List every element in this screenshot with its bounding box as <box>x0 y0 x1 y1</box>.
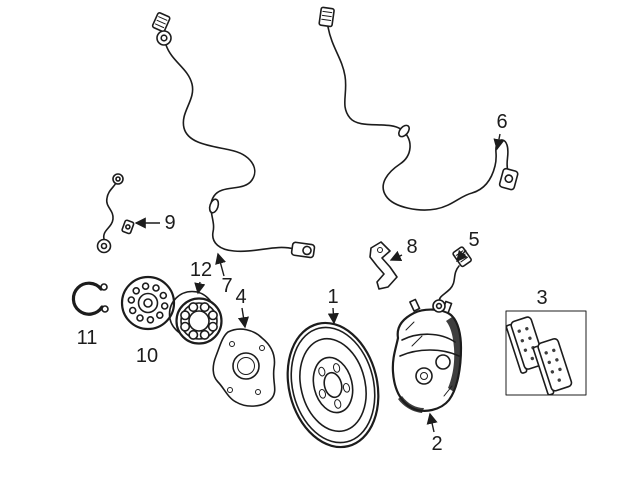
callout-5-arrow <box>456 249 468 263</box>
callout-3: 3 <box>536 287 547 309</box>
part-abs-sensor-cable-right <box>318 6 519 211</box>
part-snap-ring <box>71 281 109 316</box>
callout-5: 5 <box>468 229 479 251</box>
callout-9: 9 <box>164 212 175 234</box>
part-brake-disc <box>286 321 380 449</box>
part-abs-sensor-cable-left <box>151 12 316 259</box>
callout-8-arrow <box>389 250 403 262</box>
part-wheel-hub <box>120 275 176 331</box>
callout-2-arrow <box>426 412 438 433</box>
callout-8: 8 <box>406 236 417 258</box>
callouts: 1 2 3 4 5 6 7 8 9 10 11 12 <box>77 111 548 455</box>
callout-4: 4 <box>235 286 246 308</box>
part-brake-pad-set <box>505 310 587 396</box>
part-pad-wear-sensor-left <box>96 173 135 254</box>
callout-1-arrow <box>327 307 339 325</box>
callout-11: 11 <box>77 327 98 349</box>
callout-12: 12 <box>190 259 212 281</box>
callout-4-arrow <box>237 307 250 329</box>
callout-7: 7 <box>221 275 232 297</box>
callout-6-arrow <box>493 133 505 151</box>
part-pad-wear-sensor-right <box>432 246 472 313</box>
callout-1: 1 <box>327 286 338 308</box>
callout-12-arrow <box>194 281 206 295</box>
part-retaining-bracket <box>369 241 398 290</box>
callout-6: 6 <box>496 111 507 133</box>
callout-7-arrow <box>215 252 226 277</box>
callout-2: 2 <box>431 433 442 455</box>
part-wheel-bearing <box>168 290 223 345</box>
callout-10: 10 <box>136 345 158 367</box>
part-splash-shield <box>212 328 276 407</box>
part-brake-caliper <box>391 298 463 413</box>
